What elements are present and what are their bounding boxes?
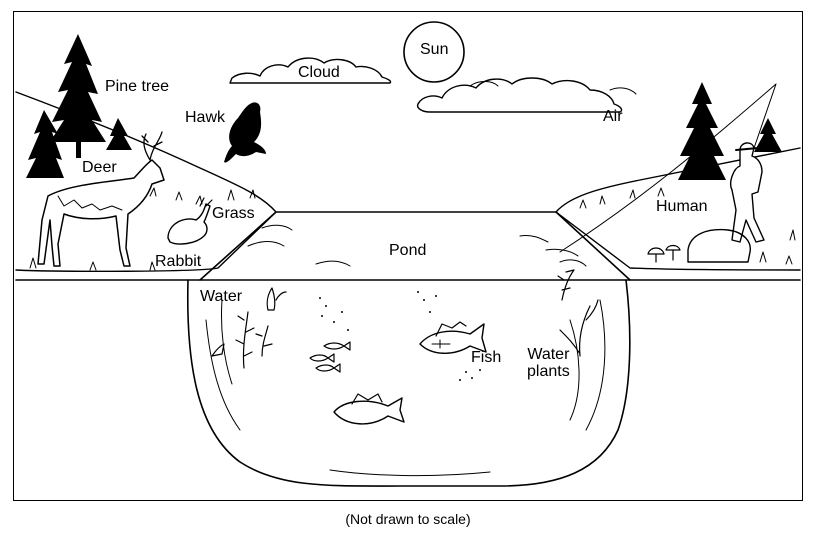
pine-tree-right-icon [678, 82, 782, 180]
fish-small-icon [309, 341, 351, 373]
fish-large-icon [419, 321, 487, 354]
sun-label: Sun [420, 41, 449, 58]
cloud-label: Cloud [298, 64, 340, 81]
water-label: Water [200, 288, 243, 305]
water-plant-left-icon [211, 287, 287, 369]
right-hill [555, 147, 801, 271]
grass-label: Grass [212, 205, 255, 222]
water-plant-right-icon [557, 269, 599, 357]
air-label: Air [603, 108, 623, 125]
pond-label: Pond [389, 242, 427, 259]
cloud-left-icon [229, 57, 392, 84]
hawk-icon [224, 102, 266, 163]
sun-icon [403, 21, 465, 83]
caption: (Not drawn to scale) [345, 511, 471, 527]
human-icon [730, 142, 765, 243]
rabbit-icon [167, 197, 213, 245]
water-plants-label: Water plants [527, 346, 570, 380]
deer-icon [37, 131, 165, 267]
fish-label: Fish [471, 349, 502, 366]
fish-bottom-icon [333, 393, 405, 425]
human-label: Human [656, 198, 708, 215]
pine-tree-label: Pine tree [105, 78, 170, 95]
bubbles [319, 291, 481, 381]
rabbit-label: Rabbit [155, 253, 202, 270]
deer-label: Deer [82, 159, 117, 176]
pond-basin [186, 279, 631, 487]
water-plants-label-line2: plants [527, 363, 570, 380]
left-hill [15, 91, 277, 273]
diagram-frame [13, 11, 803, 501]
hawk-label: Hawk [185, 109, 226, 126]
fishing-line [559, 83, 777, 253]
rock-icon [687, 228, 751, 263]
water-plants-label-line1: Water [527, 346, 570, 363]
mushroom-icon [647, 244, 681, 263]
cloud-right-icon [416, 77, 623, 113]
pine-tree-left-icon [26, 34, 132, 178]
